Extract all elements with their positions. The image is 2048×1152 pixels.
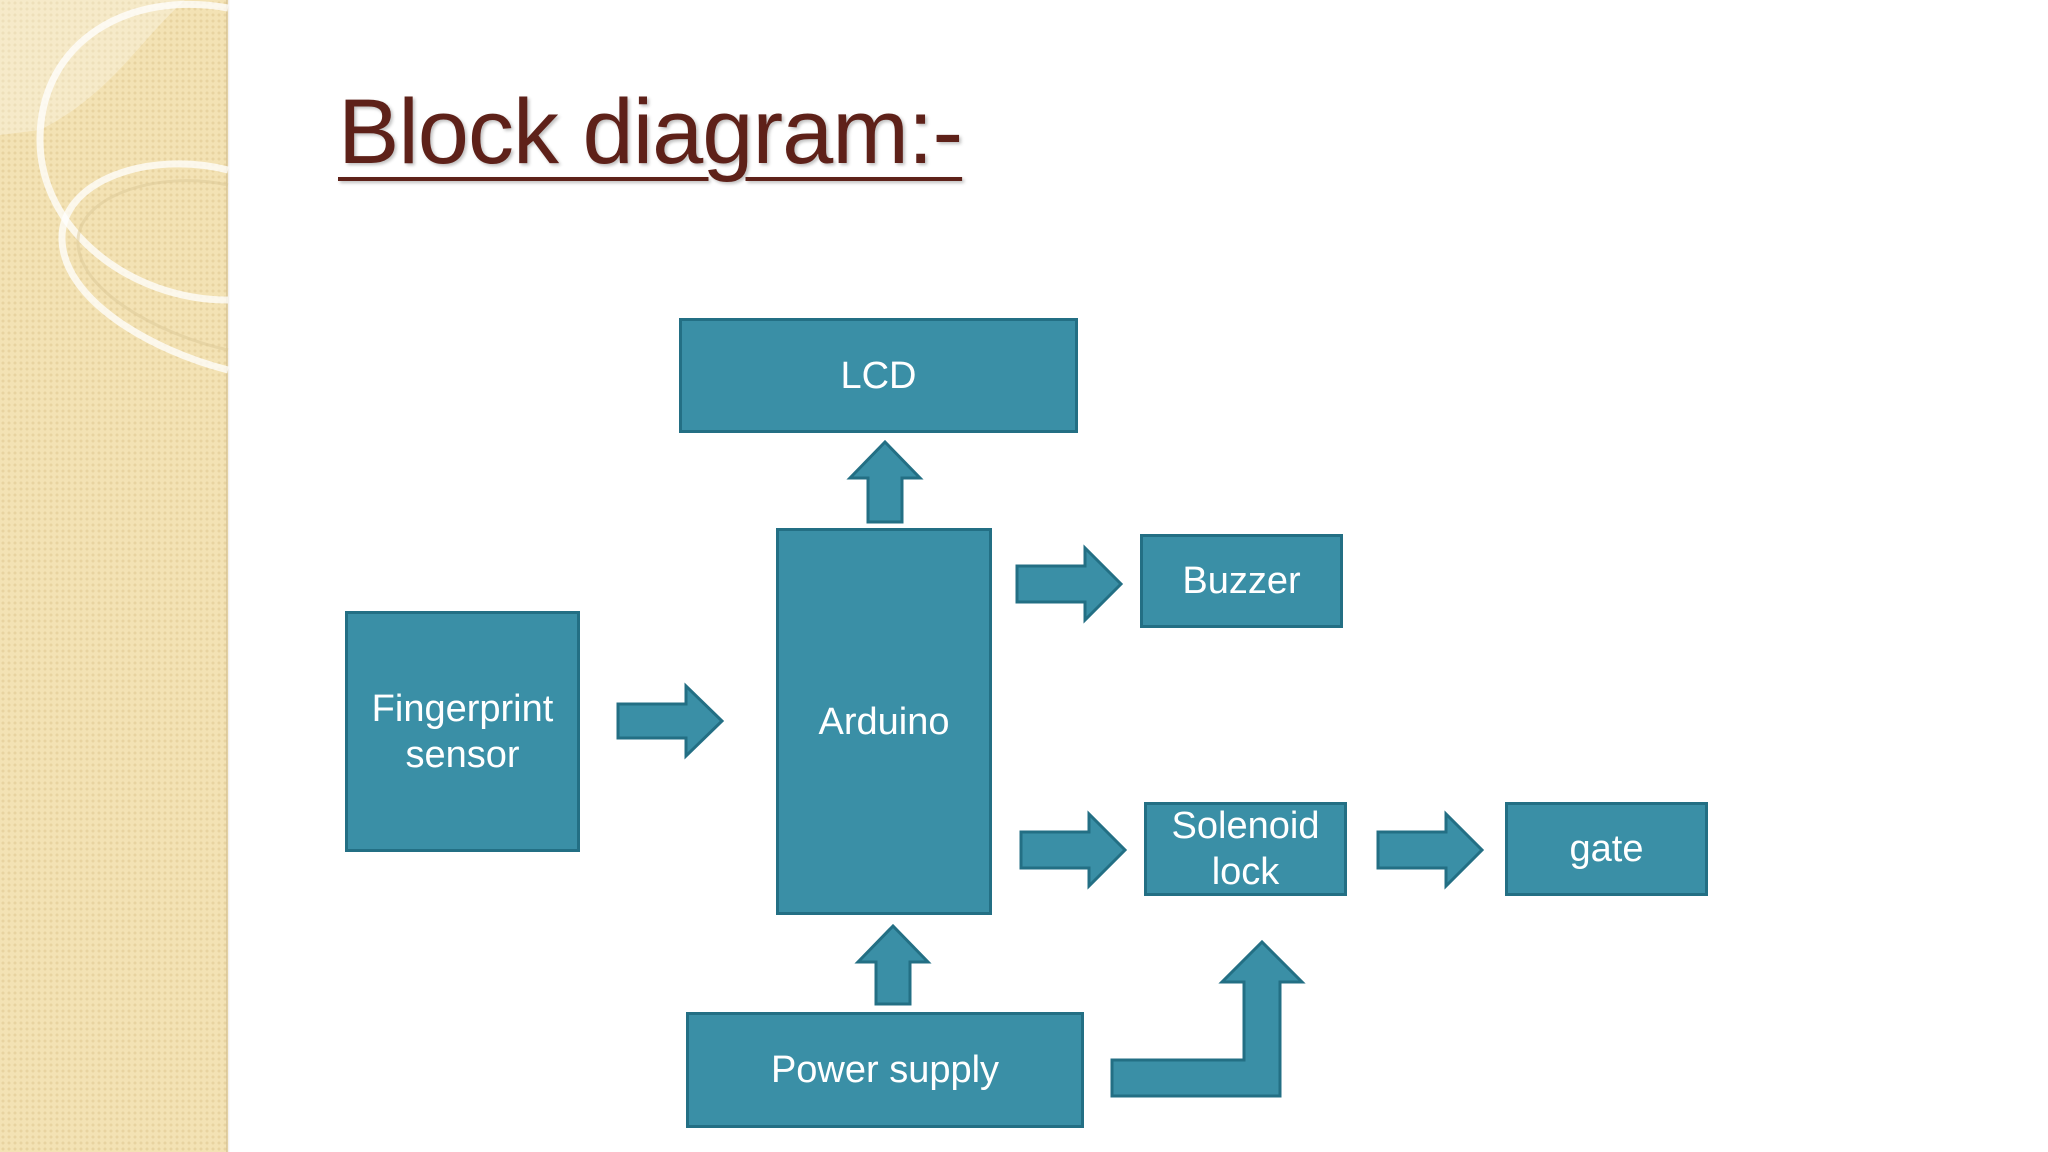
side-panel-shadow bbox=[226, 0, 230, 1152]
block-buzzer-label: Buzzer bbox=[1182, 560, 1301, 602]
block-solenoid-label-line1: Solenoid bbox=[1171, 805, 1320, 847]
block-fingerprint-sensor: Fingerprint sensor bbox=[345, 611, 580, 852]
block-solenoid-label-line2: lock bbox=[1211, 851, 1280, 893]
slide-title: Block diagram:- bbox=[338, 81, 963, 183]
block-lcd-label: LCD bbox=[840, 354, 917, 397]
arrow-power-to-arduino bbox=[854, 923, 932, 1006]
block-fingerprint-label-line1: Fingerprint bbox=[371, 687, 554, 730]
block-arduino-label: Arduino bbox=[818, 700, 950, 743]
block-arduino: Arduino bbox=[776, 528, 992, 915]
block-power-supply: Power supply bbox=[686, 1012, 1084, 1128]
block-solenoid-lock: Solenoid lock bbox=[1144, 802, 1347, 896]
block-buzzer: Buzzer bbox=[1140, 534, 1343, 628]
arrow-power-to-solenoid bbox=[1110, 939, 1306, 1098]
block-power-supply-label: Power supply bbox=[770, 1049, 1000, 1091]
block-fingerprint-label-line2: sensor bbox=[405, 733, 520, 776]
arrow-arduino-to-buzzer bbox=[1015, 544, 1124, 624]
swirl-ornament-icon bbox=[0, 0, 229, 374]
arrow-solenoid-to-gate bbox=[1376, 810, 1485, 890]
block-gate-label: gate bbox=[1569, 828, 1644, 870]
arrow-fingerprint-to-arduino bbox=[616, 682, 725, 760]
block-gate: gate bbox=[1505, 802, 1708, 896]
arrow-arduino-to-lcd bbox=[846, 439, 924, 524]
block-lcd: LCD bbox=[679, 318, 1078, 433]
arrow-arduino-to-solenoid bbox=[1019, 810, 1128, 890]
decorative-side-panel bbox=[0, 0, 228, 1152]
